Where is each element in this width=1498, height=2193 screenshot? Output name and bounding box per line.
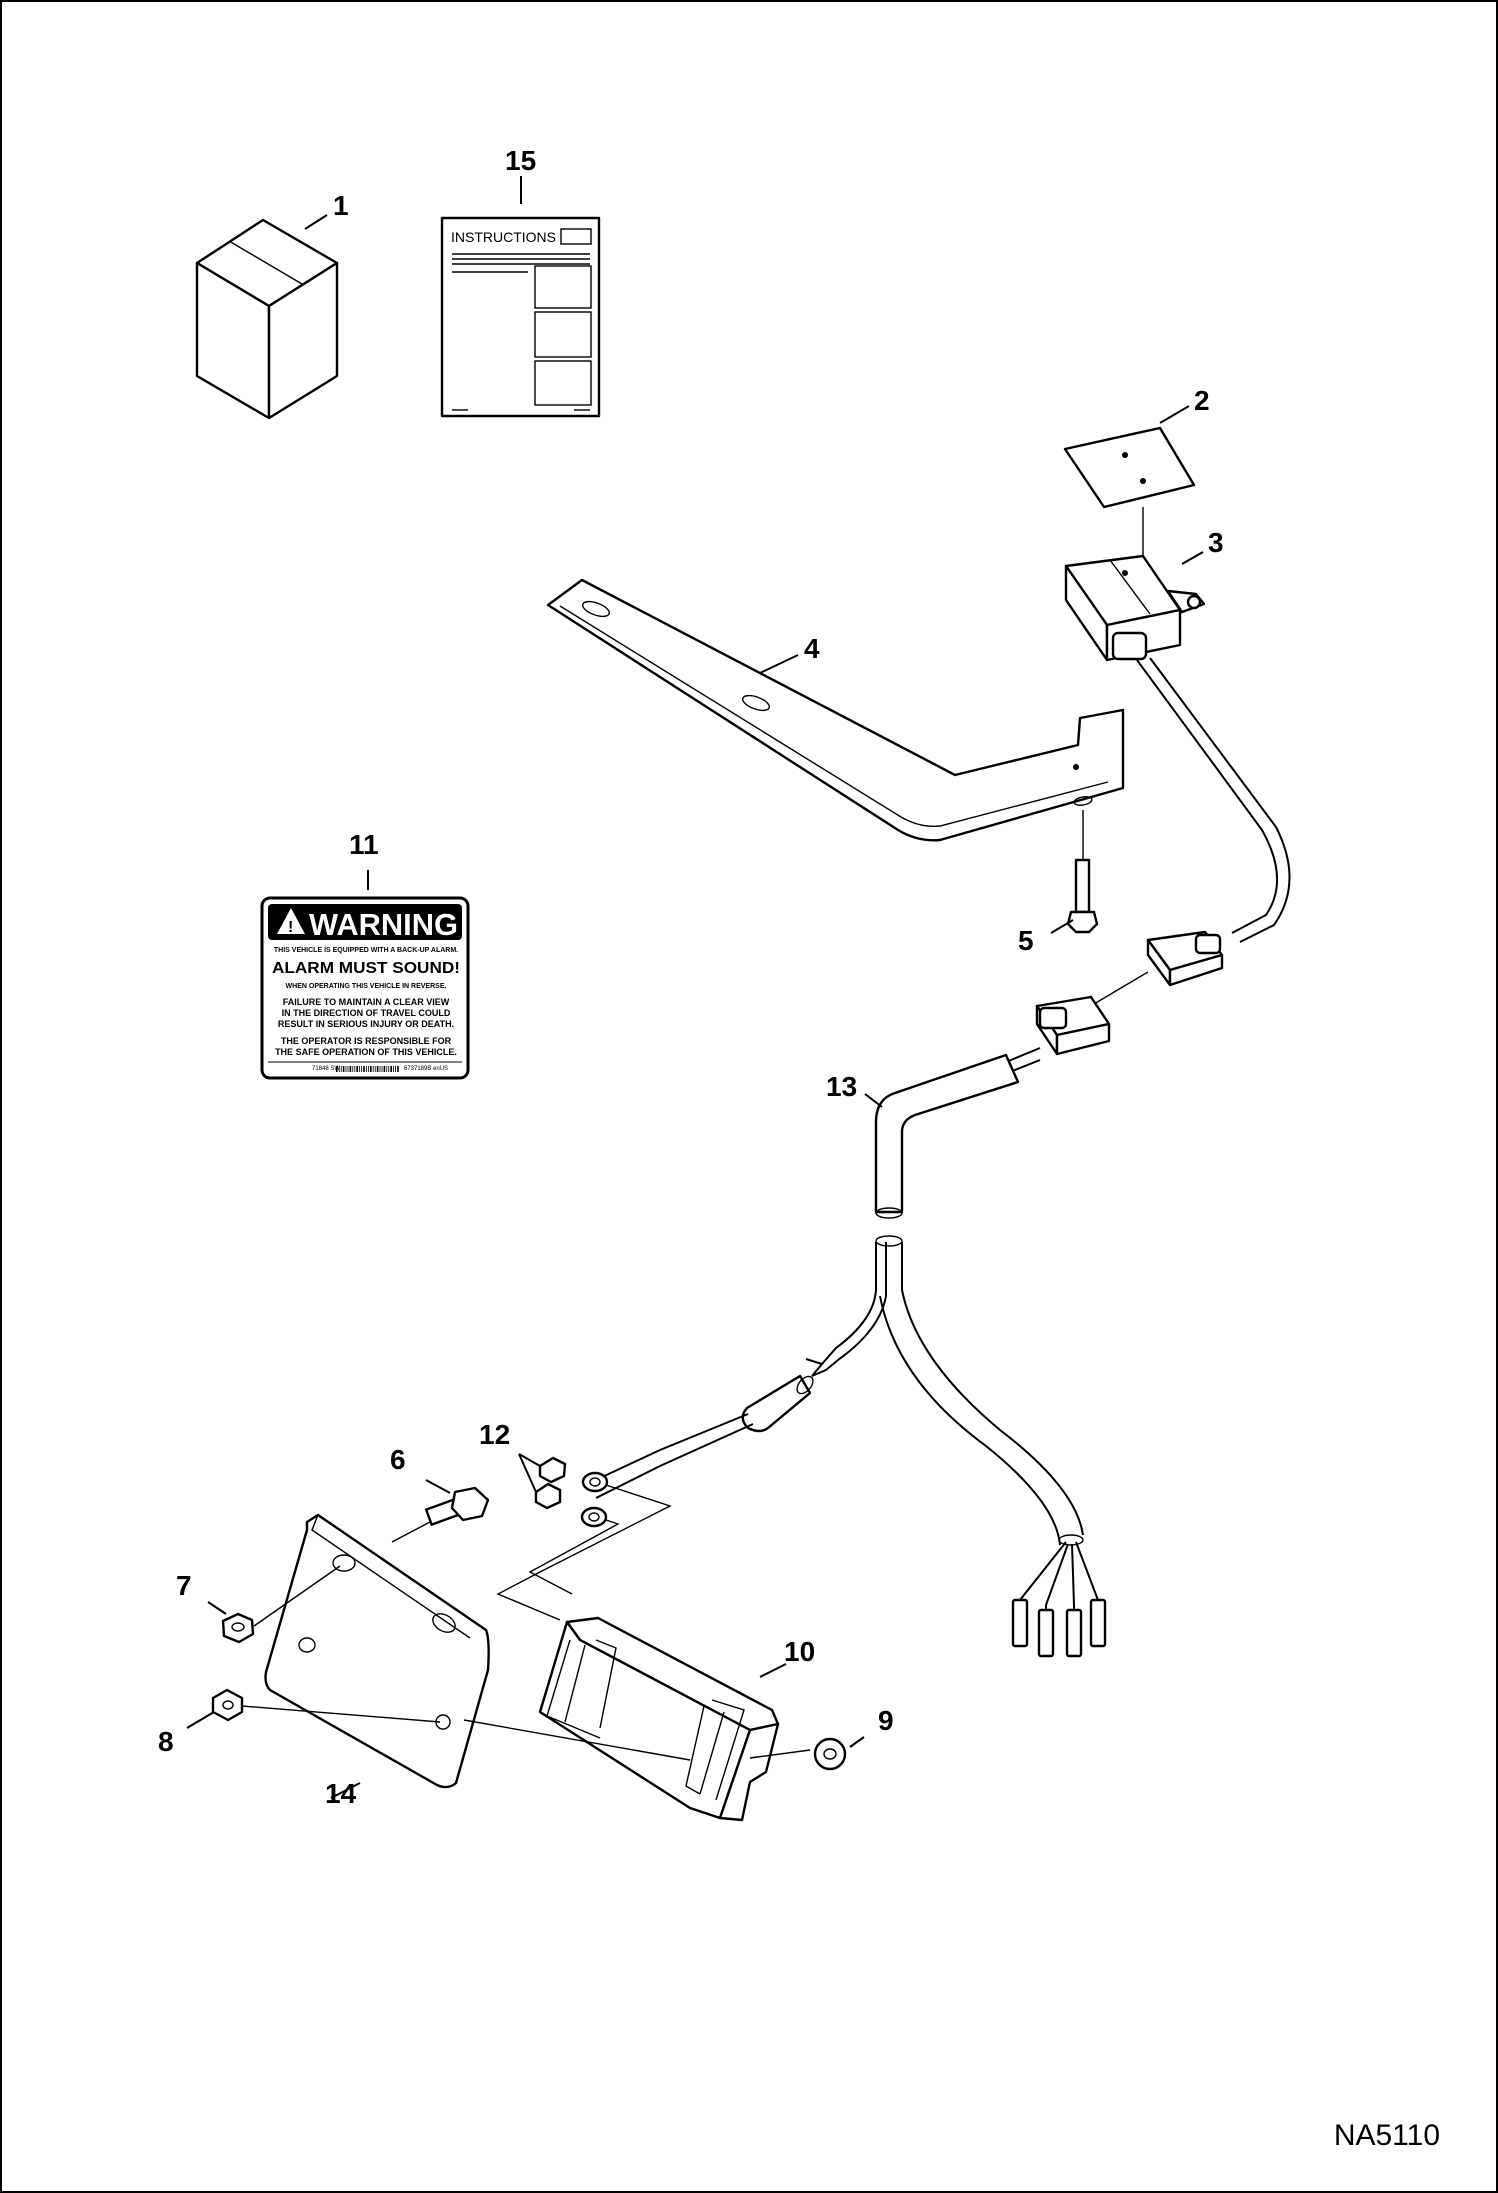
- alarm-mount-axis: [463, 1719, 691, 1761]
- part-9-nut: [813, 1737, 847, 1771]
- part-6-bolt: [424, 1486, 490, 1526]
- callout-1: 1: [333, 190, 349, 221]
- callout-15: 15: [505, 145, 536, 176]
- warning-line3: WHEN OPERATING THIS VEHICLE IN REVERSE.: [286, 983, 447, 990]
- harness-branch-left-outer: [821, 1242, 877, 1365]
- connector-dash: [1093, 971, 1149, 1005]
- leader-8: [186, 1711, 215, 1729]
- svg-text:!: !: [288, 919, 293, 936]
- nut-7-axis: [253, 1565, 341, 1627]
- leader-10: [759, 1663, 787, 1678]
- callout-13: 13: [826, 1071, 857, 1102]
- harness-break-top: [875, 1235, 903, 1247]
- figure-reference: NA5110: [1333, 2119, 1440, 2152]
- callout-14: 14: [325, 1778, 357, 1809]
- callout-6: 6: [390, 1444, 406, 1475]
- harness-terminals: [1011, 1541, 1107, 1658]
- leader-4: [759, 654, 799, 674]
- leader-2: [1159, 405, 1190, 424]
- splice-wire-b: [595, 1423, 754, 1499]
- warning-line1: THIS VEHICLE IS EQUIPPED WITH A BACK-UP …: [274, 947, 458, 954]
- wire-guide-b: [528, 1519, 620, 1595]
- leader-3: [1181, 551, 1204, 565]
- part-13-harness: [874, 1053, 1020, 1219]
- harness-break-left: [805, 1358, 827, 1377]
- leader-6: [425, 1479, 451, 1494]
- wire-guide-a: [496, 1484, 672, 1621]
- alarm-nut-axis: [749, 1749, 811, 1759]
- callout-3: 3: [1208, 527, 1224, 558]
- instructions-title: INSTRUCTIONS: [451, 229, 556, 245]
- warning-line2: ALARM MUST SOUND!: [272, 960, 460, 977]
- connector-male: [1146, 930, 1224, 987]
- part-14-plate: [264, 1513, 490, 1789]
- warning-line5: IN THE DIRECTION OF TRAVEL COULD: [282, 1008, 451, 1018]
- bolt-8-axis: [241, 1705, 441, 1723]
- warning-footer-left: 71848 SW: [312, 1066, 340, 1072]
- part-3-switch: [1064, 554, 1206, 662]
- part-2-pad: [1063, 426, 1196, 509]
- warning-line4: FAILURE TO MAINTAIN A CLEAR VIEW: [283, 997, 450, 1007]
- callout-7: 7: [176, 1570, 192, 1601]
- switch-cable-inner: [1149, 657, 1291, 943]
- part-8-bolt: [211, 1688, 244, 1722]
- leader-1: [304, 214, 328, 230]
- part-7-nut: [221, 1612, 255, 1644]
- warning-line7: THE OPERATOR IS RESPONSIBLE FOR: [281, 1036, 452, 1046]
- harness-pigtail-2: [1009, 1059, 1041, 1073]
- part-11-warning-decal: ! WARNING THIS VEHICLE IS EQUIPPED WITH …: [260, 896, 470, 1080]
- part-5-bolt: [1066, 858, 1099, 934]
- connector-female: [1035, 995, 1111, 1056]
- callout-11: 11: [349, 829, 379, 860]
- part-4-bracket: [546, 578, 1125, 842]
- harness-end-ring: [1058, 1534, 1084, 1546]
- part-15-instructions: INSTRUCTIONS: [440, 216, 601, 418]
- warning-footer-right: 6737189B enUS: [404, 1066, 448, 1072]
- warning-heading: WARNING: [309, 907, 458, 942]
- warning-line8: THE SAFE OPERATION OF THIS VEHICLE.: [275, 1047, 457, 1057]
- harness-branch-right-outer: [901, 1242, 1084, 1536]
- leader-14: [330, 1782, 361, 1799]
- callout-8: 8: [158, 1726, 174, 1757]
- leader-7: [207, 1601, 227, 1615]
- part-12-nuts: [534, 1456, 567, 1510]
- splice-wire-a: [599, 1413, 749, 1479]
- callout-5: 5: [1018, 925, 1034, 956]
- ring-terminals: [580, 1471, 609, 1528]
- leader-12b: [518, 1453, 537, 1493]
- leader-9: [849, 1736, 865, 1748]
- harness-branch-right-inner: [879, 1295, 1061, 1546]
- callout-2: 2: [1194, 385, 1210, 416]
- warning-line6: RESULT IN SERIOUS INJURY OR DEATH.: [278, 1019, 454, 1029]
- callout-12: 12: [479, 1419, 510, 1450]
- callout-10: 10: [784, 1636, 815, 1667]
- leader-5: [1050, 919, 1074, 934]
- part-1-box: [195, 218, 339, 420]
- bolt-6-axis: [391, 1521, 431, 1543]
- callout-9: 9: [878, 1705, 894, 1736]
- warning-barcode: [336, 1066, 399, 1072]
- leader-13: [864, 1093, 883, 1108]
- harness-splice: [741, 1374, 814, 1433]
- callout-4: 4: [804, 633, 820, 664]
- switch-cable-outer: [1136, 659, 1278, 934]
- harness-branch-left-inner: [825, 1242, 887, 1371]
- part-10-alarm: [538, 1616, 780, 1822]
- leader-12a: [518, 1453, 541, 1467]
